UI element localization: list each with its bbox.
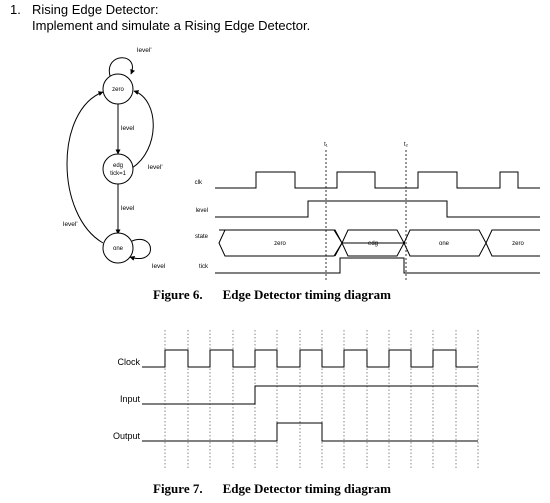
question-title-line: 1. Rising Edge Detector: <box>10 2 310 18</box>
edg-to-zero-arrow <box>131 90 154 169</box>
fig6-clk-wave <box>215 171 540 189</box>
state-diagram-labels: zero edg tick=1 one level' level level' … <box>63 47 166 270</box>
figure7-caption-label: Figure 7. <box>153 481 203 496</box>
edg-to-one-label: level <box>121 205 135 212</box>
fig7-output-label: Output <box>113 431 141 441</box>
fig7-clock-wave <box>142 349 478 368</box>
fig7-input-wave <box>142 385 478 405</box>
fig6-state-value-zero: zero <box>274 241 286 247</box>
question-title: Rising Edge Detector: <box>32 2 159 17</box>
state-zero-label: zero <box>112 87 124 93</box>
fig6-tick-wave <box>215 257 540 274</box>
figure7-labels: Clock Input Output <box>113 357 141 441</box>
fig6-state-label: state <box>195 234 209 240</box>
fig7-clock-label: Clock <box>117 357 140 367</box>
fig7-input-label: Input <box>120 394 141 404</box>
figure6-timing <box>215 150 540 280</box>
fig7-output-wave <box>142 422 478 442</box>
zero-self-loop <box>108 57 136 77</box>
state-edg-output: tick=1 <box>110 171 127 177</box>
question-number: 1. <box>10 2 21 17</box>
state-one-label: one <box>113 246 124 252</box>
fig6-state-value-zero-2: zero <box>512 241 524 247</box>
state-one-circle <box>102 232 134 264</box>
fig6-state-value-edg: edg <box>368 241 378 247</box>
figure7-caption-text: Edge Detector timing diagram <box>222 481 391 496</box>
fig6-level-wave <box>215 200 540 218</box>
state-zero-circle <box>102 73 134 105</box>
fig6-state-value-one: one <box>439 241 450 247</box>
question-heading: 1. Rising Edge Detector: Implement and si… <box>10 2 310 34</box>
zero-to-edg-label: level <box>121 125 135 132</box>
one-self-label: level <box>152 263 166 270</box>
one-self-loop <box>129 239 151 261</box>
figure6-labels: clk level state tick t₁ t₂ zero edg one … <box>195 142 525 270</box>
figure7-timing <box>142 330 479 470</box>
fig6-t1-label: t₁ <box>324 142 328 148</box>
fig6-t2-label: t₂ <box>404 142 409 148</box>
zero-self-label: level' <box>137 47 152 54</box>
question-instruction: Implement and simulate a Rising Edge Det… <box>32 18 311 33</box>
fig6-state-bus-4 <box>485 229 540 257</box>
state-diagram <box>66 57 154 264</box>
figure7-caption: Figure 7. Edge Detector timing diagram <box>153 481 391 497</box>
state-edg-label: edg <box>113 163 123 169</box>
figure6-caption: Figure 6. Edge Detector timing diagram <box>153 287 391 303</box>
edg-to-zero-label: level' <box>148 164 163 171</box>
fig6-level-label: level <box>196 208 208 214</box>
state-edg-circle <box>102 153 134 185</box>
one-to-zero-label: level' <box>63 221 78 228</box>
figure6-caption-label: Figure 6. <box>153 287 203 302</box>
figure6-caption-text: Edge Detector timing diagram <box>222 287 391 302</box>
fig6-tick-label: tick <box>199 264 209 270</box>
fig6-clk-label: clk <box>195 180 203 186</box>
one-to-zero-arrow <box>66 91 104 244</box>
